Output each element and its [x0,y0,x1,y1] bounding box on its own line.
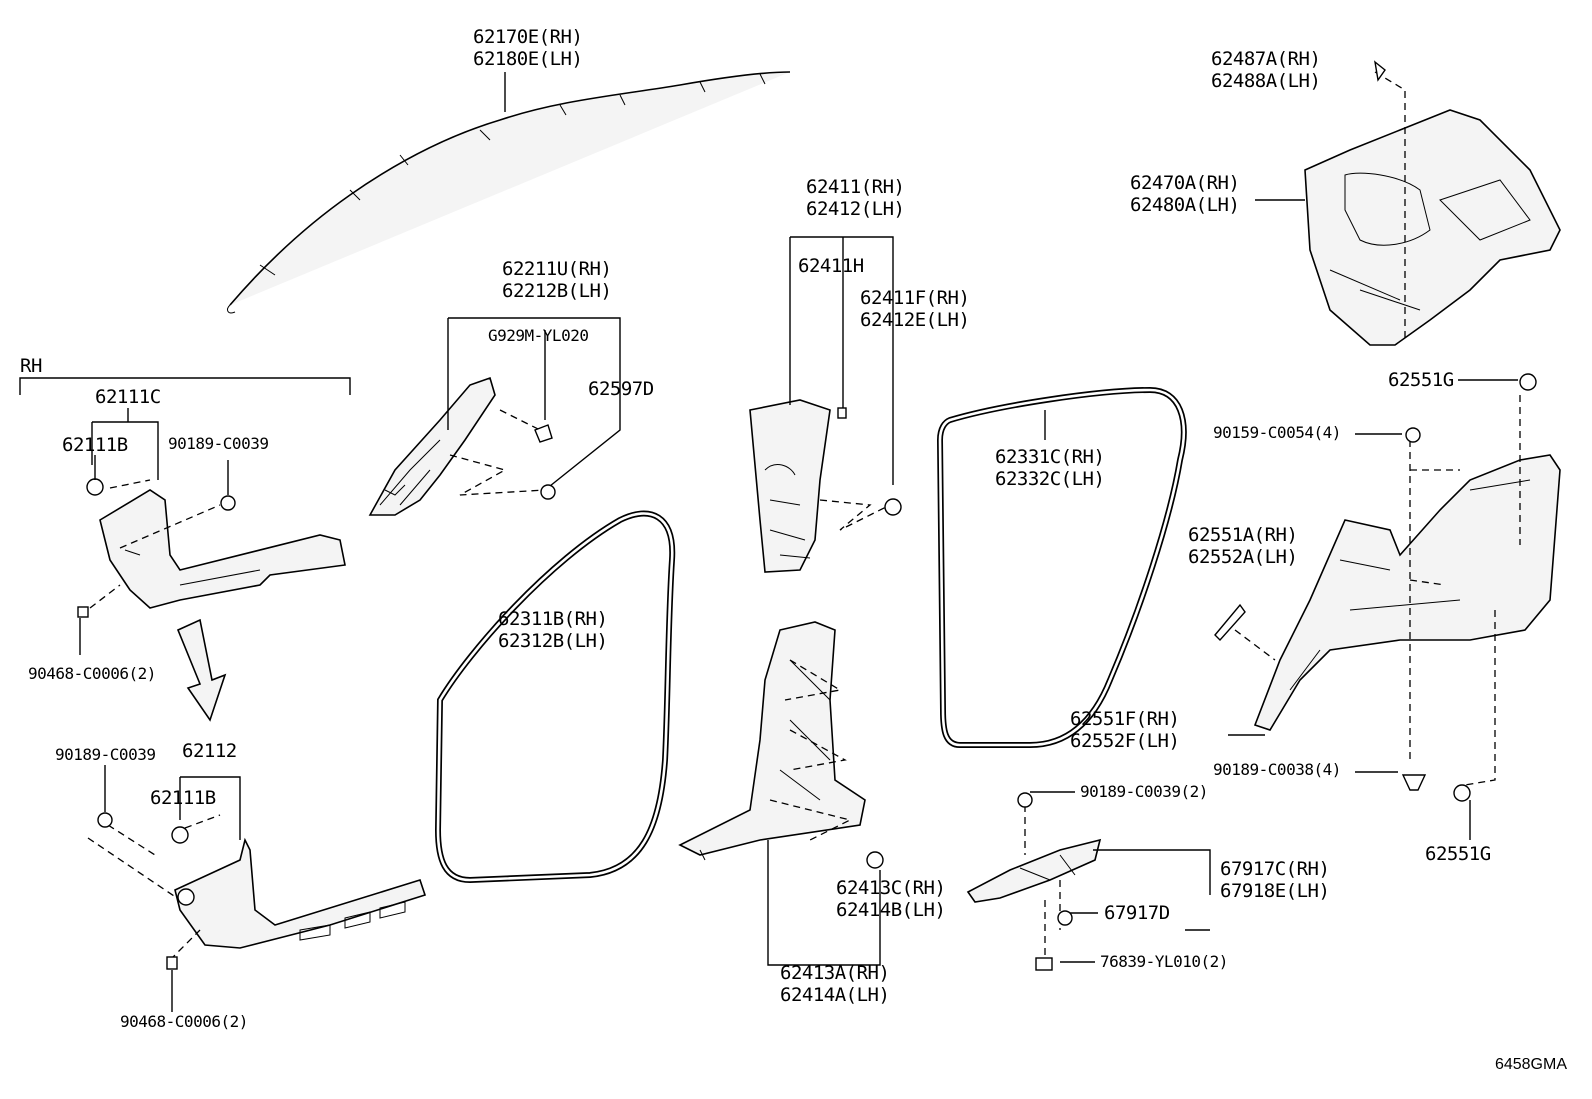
b-pillar-lower-part [678,621,866,861]
label-scuff-clip-b: 62111B [150,787,216,809]
label-a-pillar-clip-g929m: G929M-YL020 [488,326,589,345]
label-b-pillar-sub: 62411H [798,255,864,277]
label-clip-90189-c0039-2: 90189-C0039(2) [1080,782,1208,801]
label-roof-side-cover: 62487A(RH)62488A(LH) [1211,48,1321,92]
label-clip-62551g-bottom: 62551G [1425,843,1491,865]
label-scuff-clip-a: 62111B [62,434,128,456]
label-front-weatherstrip: 62311B(RH)62312B(LH) [498,608,608,652]
label-deck-bracket: 67917C(RH)67918E(LH) [1220,858,1330,902]
label-fastener-76839: 76839-YL010(2) [1100,952,1228,971]
deck-bracket-part [966,838,1102,903]
label-deck-clip: 67917D [1104,902,1170,924]
label-scuff-plate-lh: 62112 [182,740,237,762]
scuff-plate-rh-part [99,489,346,609]
rear-weatherstrip-part [936,386,1187,748]
label-a-pillar-clip: 62597D [588,378,654,400]
label-scuff-plate-rh: 62111C [95,386,161,408]
label-screw-clip-b: 90189-C0039 [55,745,156,764]
label-clip-90189-c0038: 90189-C0038(4) [1213,760,1341,779]
label-curtain-airbag: 62170E(RH)62180E(LH) [473,26,583,70]
scuff-plate-lh-part [174,837,427,949]
label-retainer-a: 90468-C0006(2) [28,664,156,683]
b-pillar-upper-part [749,399,831,573]
drawing-code: 6458GMA [1494,1056,1567,1073]
back-door-trim-part [1304,109,1561,346]
label-rear-weatherstrip: 62331C(RH)62332C(LH) [995,446,1105,490]
label-b-pillar-lower-clip: 62413C(RH)62414B(LH) [836,877,946,921]
label-b-pillar-lower: 62413A(RH)62414A(LH) [780,962,890,1006]
label-retainer-b: 90468-C0006(2) [120,1012,248,1031]
direction-arrow [176,618,227,722]
label-a-pillar: 62211U(RH)62212B(LH) [502,258,612,302]
label-screw-clip-a: 90189-C0039 [168,434,269,453]
rh-section-bracket [19,377,351,395]
label-rh-section: RH [20,355,42,377]
label-b-pillar-clip: 62411F(RH)62412E(LH) [860,287,970,331]
a-pillar-garnish-part [368,376,496,516]
label-b-pillar-upper: 62411(RH)62412(LH) [806,176,905,220]
label-quarter-trim-seal: 62551A(RH)62552A(LH) [1188,524,1298,568]
label-back-door-trim: 62470A(RH)62480A(LH) [1130,172,1240,216]
quarter-trim-part [1253,454,1561,731]
curtain-airbag-part [227,71,791,314]
label-screw-90159: 90159-C0054(4) [1213,423,1341,442]
label-clip-62551g-top: 62551G [1388,369,1454,391]
label-quarter-trim: 62551F(RH)62552F(LH) [1070,708,1180,752]
